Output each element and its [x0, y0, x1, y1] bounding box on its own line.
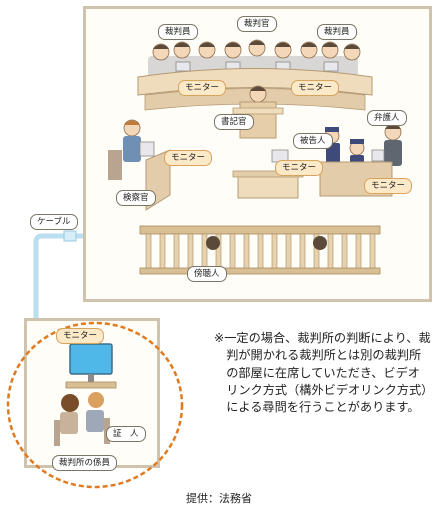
label-saiban-in-left: 裁判員 [158, 24, 198, 40]
label-prosecutor: 検察官 [116, 190, 156, 206]
label-monitor-defense: モニター [364, 178, 413, 194]
label-witness: 証 人 [106, 426, 146, 442]
source-credit: 提供：法務省 [186, 492, 252, 505]
clerk-figure [232, 85, 284, 139]
video-link-highlight [6, 321, 184, 489]
label-monitor-prosecutor: モニター [164, 150, 213, 166]
label-monitor-bench-right: モニター [291, 80, 340, 96]
witness-stand [232, 149, 304, 199]
label-saiban-in-right: 裁判員 [317, 24, 357, 40]
label-defense-lawyer: 弁護人 [367, 110, 407, 126]
video-cable [33, 233, 83, 318]
side-room-monitor [69, 343, 113, 375]
gallery-railing [139, 225, 381, 275]
label-gallery: 傍聴人 [187, 266, 227, 282]
label-cable: ケーブル [30, 214, 78, 230]
label-clerk: 書記官 [214, 114, 254, 130]
label-court-staff: 裁判所の係員 [52, 455, 118, 471]
label-monitor-side-room: モニター [56, 328, 105, 344]
cable-connector [63, 230, 77, 242]
label-monitor-center: モニター [275, 160, 324, 176]
label-monitor-bench-left: モニター [178, 80, 227, 96]
label-defendant: 被告人 [293, 133, 333, 149]
label-saibankan: 裁判官 [237, 16, 277, 32]
explanatory-note: ※一定の場合、裁判所の判断により、裁判が開かれる裁判所とは別の裁判所の部屋に在席… [214, 331, 431, 415]
